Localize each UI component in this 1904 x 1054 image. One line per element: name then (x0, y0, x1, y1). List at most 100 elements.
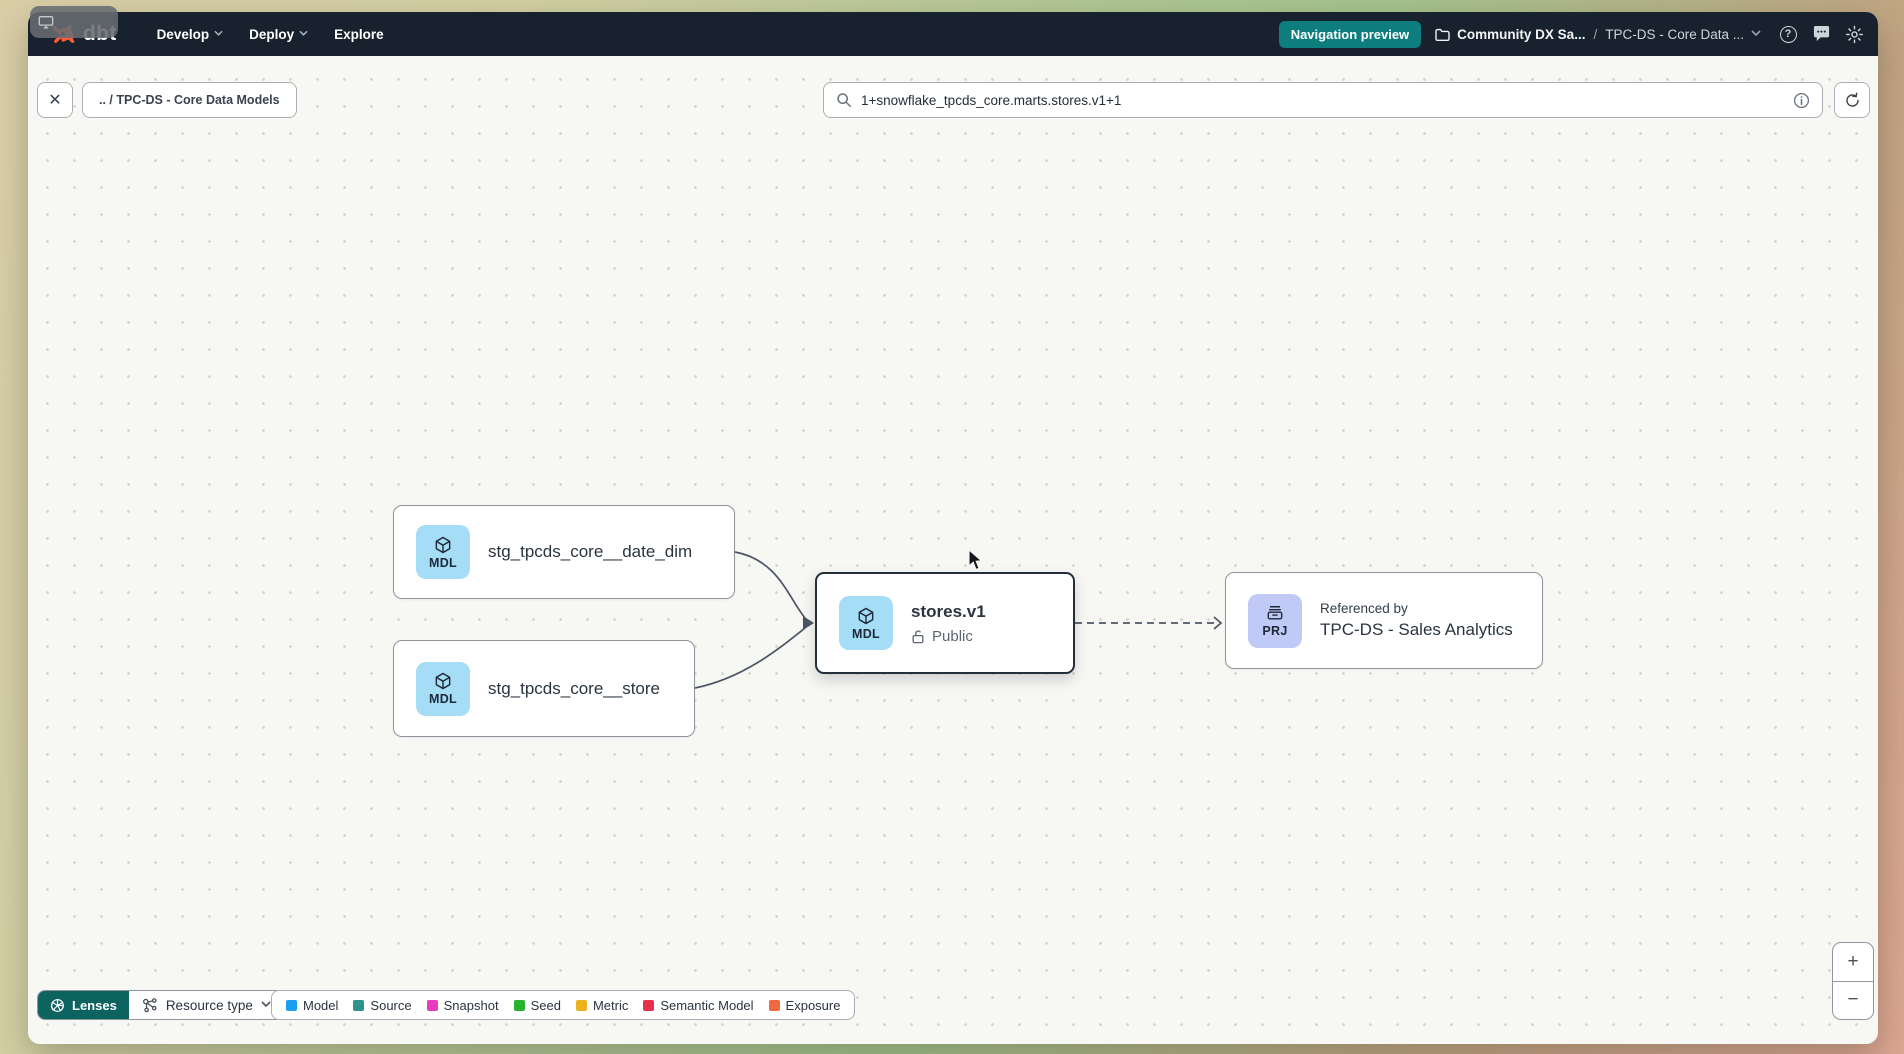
lenses-label: Lenses (72, 997, 117, 1013)
lens-icon (50, 998, 64, 1012)
navbar-right: Navigation preview Community DX Sa... / … (1278, 20, 1864, 48)
graph-nodes-icon (142, 997, 157, 1012)
help-icon-glyph: ? (1779, 25, 1797, 43)
breadcrumb-account[interactable]: Community DX Sa... (1435, 27, 1585, 42)
edge-date-dim-to-stores (734, 551, 806, 619)
help-icon[interactable]: ? (1778, 24, 1798, 44)
mouse-cursor (968, 549, 983, 571)
node-text-block: stores.v1 Public (911, 602, 986, 645)
chevron-down-icon (261, 1000, 271, 1010)
node-access-label: Public (932, 627, 973, 645)
resource-type-dropdown[interactable]: Resource type (128, 991, 283, 1019)
edge-store-to-stores (694, 627, 806, 689)
lens-control-group: Lenses Resource type (37, 990, 284, 1020)
menu-deploy-label: Deploy (249, 26, 295, 42)
node-referenced-by-project[interactable]: PRJ Referenced by TPC-DS - Sales Analyti… (1225, 572, 1543, 669)
node-title: stores.v1 (911, 601, 986, 621)
badge-label: MDL (852, 626, 880, 641)
legend-swatch (286, 999, 297, 1011)
node-stg-tpcds-core-date-dim[interactable]: MDL stg_tpcds_core__date_dim (393, 505, 735, 599)
node-stores-v1[interactable]: MDL stores.v1 Public (815, 572, 1075, 674)
menu-deploy[interactable]: Deploy (239, 20, 318, 49)
legend-label: Source (370, 997, 412, 1013)
legend-label: Model (303, 997, 339, 1013)
node-stg-tpcds-core-store[interactable]: MDL stg_tpcds_core__store (393, 640, 695, 737)
chevron-down-icon (214, 30, 223, 39)
navbar-icon-group: ? (1778, 24, 1864, 44)
legend-swatch (768, 999, 780, 1011)
search-icon (836, 92, 852, 108)
graph-path-chip[interactable]: .. / TPC-DS - Core Data Models (82, 82, 297, 118)
top-navbar: dbt Develop Deploy Explore Navigation pr… (28, 12, 1878, 56)
model-badge: MDL (416, 525, 470, 579)
zoom-control: + − (1832, 942, 1874, 1020)
breadcrumb-separator: / (1593, 26, 1598, 42)
legend-item-snapshot: Snapshot (426, 997, 499, 1013)
zoom-out-button[interactable]: − (1833, 980, 1873, 1020)
cube-icon (435, 672, 451, 690)
resource-legend: Model Source Snapshot Seed Metric Semant… (271, 990, 856, 1020)
monitor-icon (38, 16, 54, 29)
legend-label: Snapshot (443, 997, 499, 1013)
node-label: stg_tpcds_core__store (488, 678, 660, 698)
legend-swatch (575, 999, 587, 1011)
cube-icon (858, 607, 874, 624)
navigation-preview-badge[interactable]: Navigation preview (1278, 20, 1422, 48)
lenses-button[interactable]: Lenses (38, 991, 129, 1019)
node-text-block: Referenced by TPC-DS - Sales Analytics (1320, 601, 1513, 640)
legend-item-exposure: Exposure (768, 997, 841, 1013)
breadcrumb-account-label: Community DX Sa... (1457, 26, 1586, 42)
legend-item-metric: Metric (575, 997, 629, 1013)
chevron-down-icon (1751, 29, 1761, 39)
breadcrumb-project-label: TPC-DS - Core Data ... (1605, 26, 1744, 42)
refresh-button[interactable] (1834, 82, 1870, 118)
feedback-icon[interactable] (1811, 24, 1831, 44)
arrowhead (803, 616, 814, 630)
close-button[interactable]: ✕ (37, 82, 73, 118)
refresh-icon (1845, 92, 1859, 107)
model-badge: MDL (416, 661, 470, 716)
chevron-down-icon (299, 30, 308, 39)
legend-label: Seed (530, 997, 561, 1013)
menu-explore-label: Explore (334, 26, 384, 42)
legend-item-seed: Seed (513, 997, 561, 1013)
cube-icon (435, 536, 451, 553)
breadcrumb: Community DX Sa... / TPC-DS - Core Data … (1435, 26, 1761, 42)
lineage-canvas[interactable]: MDL stg_tpcds_core__date_dim MDL stg_tpc… (28, 56, 1878, 1044)
info-icon[interactable] (1793, 92, 1810, 109)
menu-develop[interactable]: Develop (147, 20, 234, 49)
badge-label: MDL (429, 692, 457, 706)
menu-explore[interactable]: Explore (324, 20, 394, 49)
main-menu: Develop Deploy Explore (147, 20, 394, 49)
arrowhead (1213, 616, 1223, 630)
selector-input[interactable] (861, 92, 1784, 108)
settings-gear-icon[interactable] (1844, 24, 1864, 44)
model-badge: MDL (839, 596, 893, 650)
zoom-in-button[interactable]: + (1847, 950, 1859, 972)
screen-capture-widget[interactable] (30, 6, 118, 38)
legend-label: Exposure (785, 997, 841, 1013)
legend-label: Metric (592, 997, 629, 1013)
legend-item-model: Model (286, 998, 338, 1013)
badge-label: PRJ (1262, 624, 1288, 638)
node-access-row: Public (911, 628, 986, 645)
legend-swatch (643, 999, 655, 1011)
project-stack-icon (1267, 606, 1283, 620)
lineage-selector-bar[interactable] (823, 82, 1823, 118)
badge-label: MDL (429, 555, 457, 570)
legend-item-semantic-model: Semantic Model (643, 997, 754, 1013)
resource-type-label: Resource type (165, 997, 253, 1013)
app-window: dbt Develop Deploy Explore Navigation pr… (28, 12, 1878, 1044)
legend-swatch (426, 999, 438, 1011)
node-label: TPC-DS - Sales Analytics (1320, 620, 1513, 639)
node-label: stg_tpcds_core__date_dim (488, 542, 693, 561)
unlock-icon (912, 629, 924, 643)
legend-label: Semantic Model (660, 997, 754, 1013)
node-overline: Referenced by (1320, 601, 1408, 616)
folder-icon (1435, 28, 1450, 41)
breadcrumb-project[interactable]: TPC-DS - Core Data ... (1605, 26, 1761, 42)
legend-swatch (513, 999, 525, 1011)
menu-develop-label: Develop (156, 26, 210, 42)
legend-swatch (353, 999, 365, 1011)
